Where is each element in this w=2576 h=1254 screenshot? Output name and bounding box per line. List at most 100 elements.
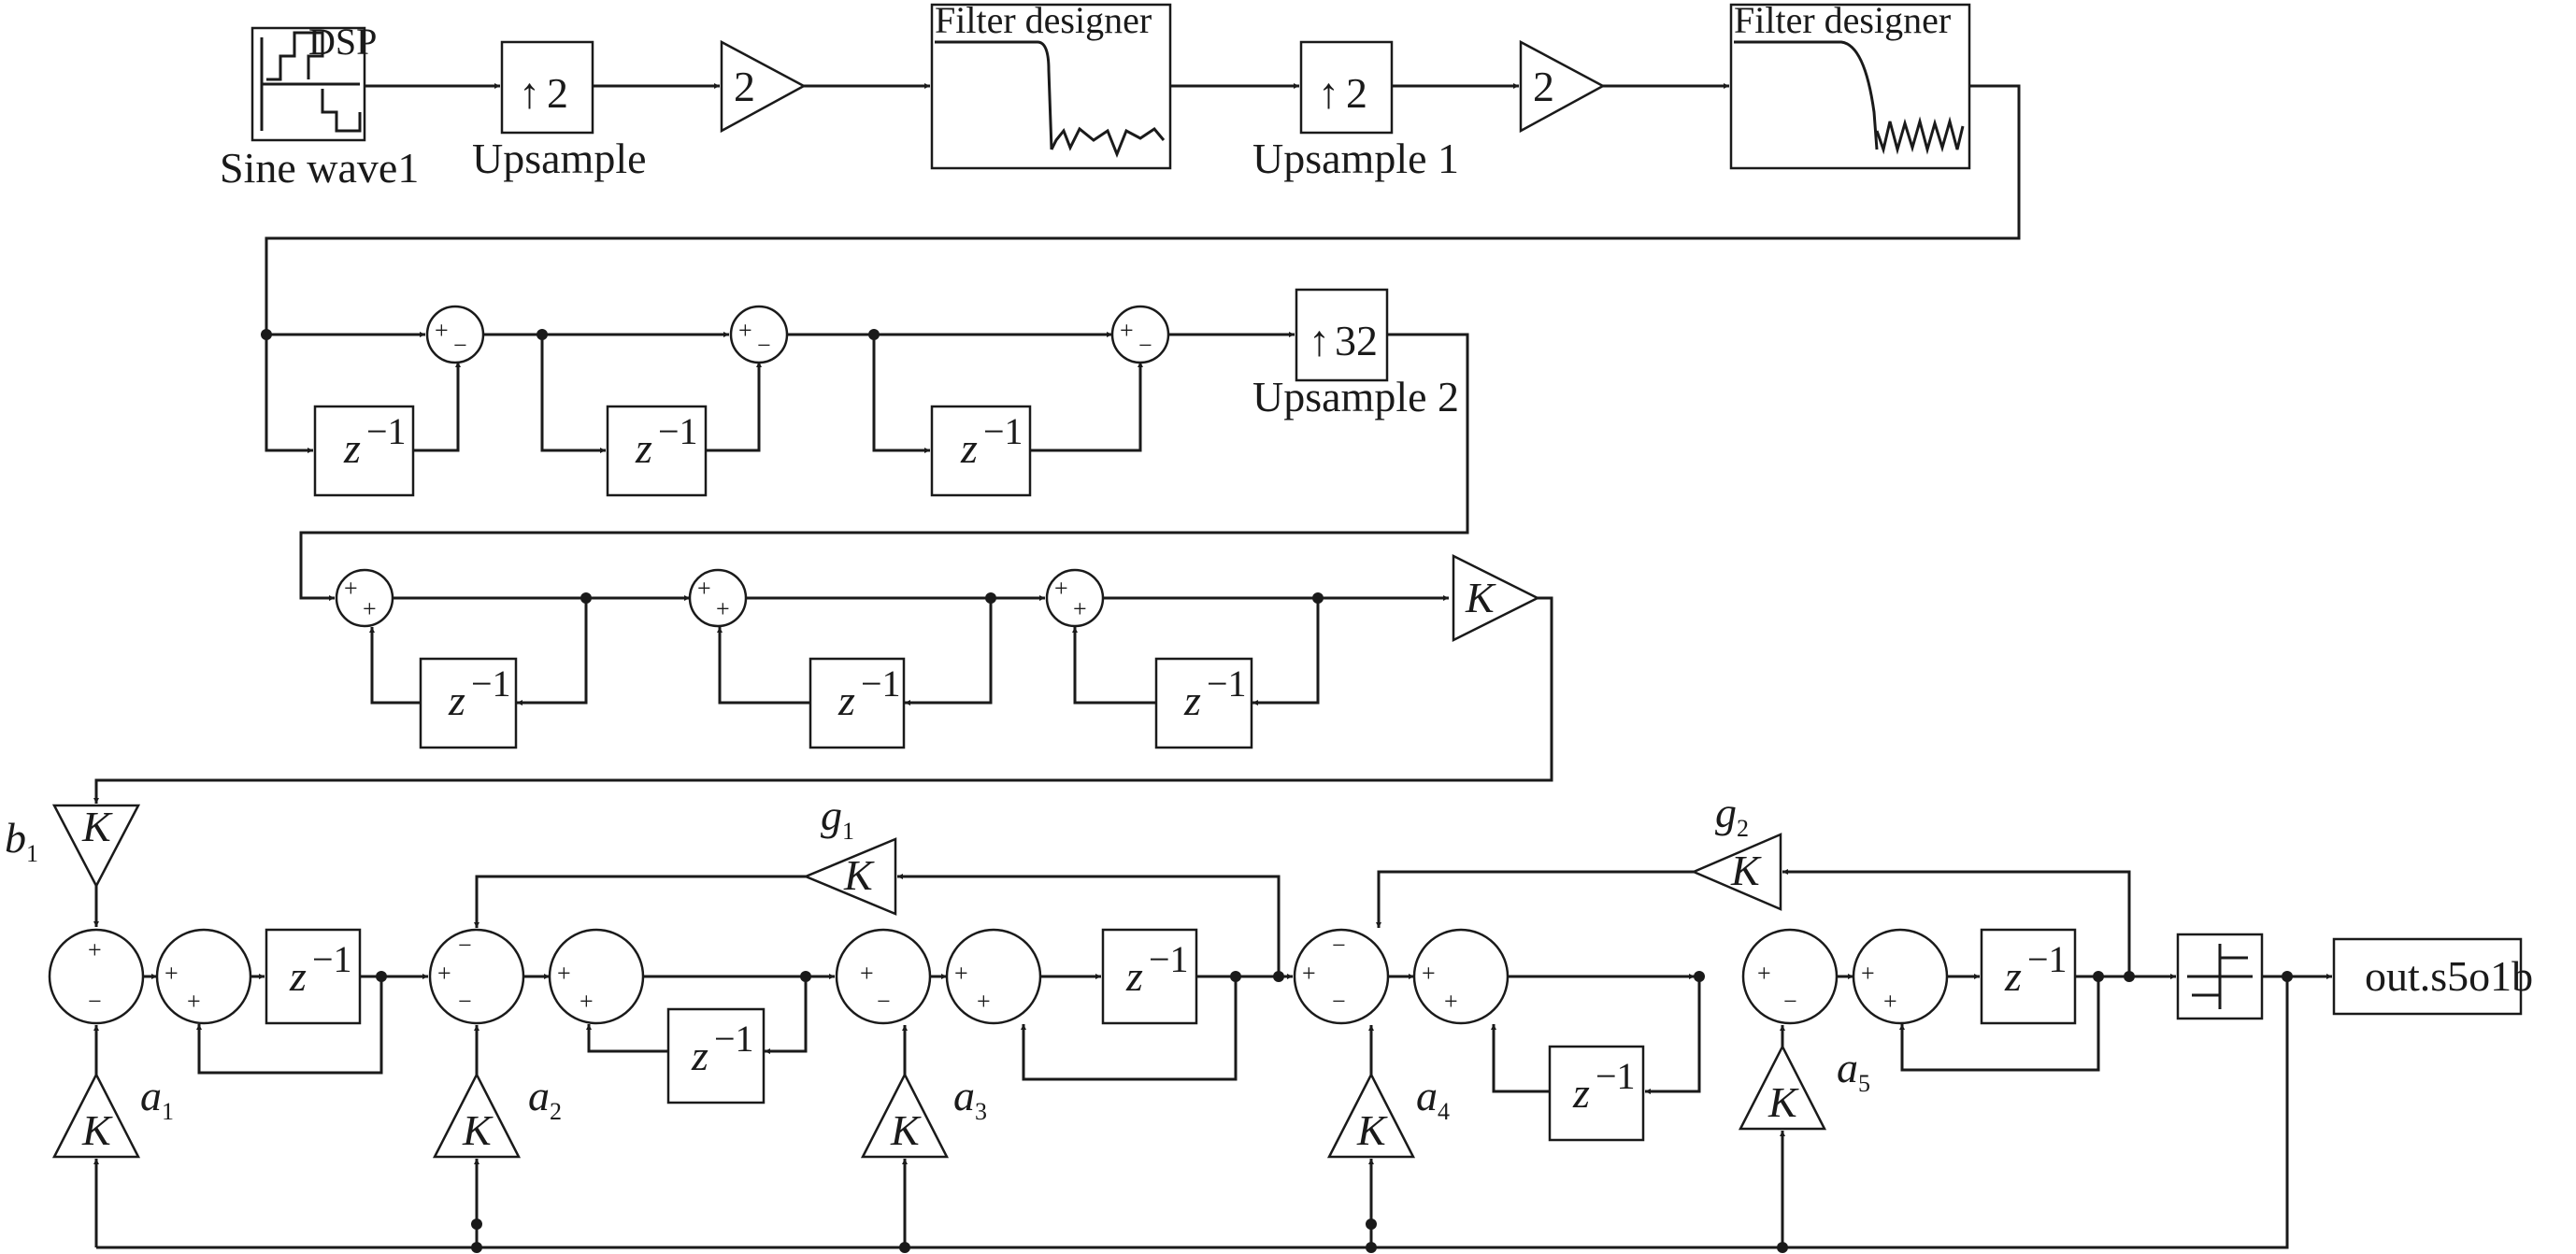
delay-block[interactable]: z −1 bbox=[1154, 657, 1253, 749]
svg-text:K: K bbox=[1767, 1078, 1799, 1126]
coeff-a2-label: a2 bbox=[528, 1072, 562, 1125]
coeff-b1-label: b1 bbox=[5, 814, 38, 867]
sum-block[interactable]: + + bbox=[335, 568, 394, 628]
svg-text:K: K bbox=[843, 851, 875, 899]
sine-wave-source[interactable]: DSP bbox=[250, 21, 377, 142]
svg-text:+: + bbox=[363, 595, 377, 622]
gain-block-2b[interactable]: 2 bbox=[1519, 39, 1606, 134]
filter-designer-2-title: Filter designer bbox=[1734, 0, 1951, 41]
delay-z: z bbox=[343, 424, 361, 472]
gain-b1-block[interactable]: K bbox=[51, 803, 141, 889]
sum-block[interactable]: + + bbox=[1852, 928, 1949, 1025]
delay-block[interactable]: z −1 bbox=[419, 657, 518, 749]
sum-block[interactable]: + + bbox=[548, 928, 645, 1025]
filter-designer-1-title: Filter designer bbox=[935, 0, 1152, 41]
upsample-factor: 2 bbox=[547, 69, 568, 117]
gain-a2-block[interactable]: K bbox=[432, 1072, 522, 1159]
delay-block[interactable]: z −1 bbox=[809, 657, 906, 749]
svg-text:+: + bbox=[1302, 960, 1316, 987]
svg-text:−: − bbox=[1783, 988, 1797, 1015]
svg-text:−: − bbox=[1332, 932, 1346, 959]
branch-dot bbox=[471, 1242, 482, 1253]
svg-text:−: − bbox=[458, 932, 472, 959]
svg-text:+: + bbox=[557, 960, 571, 987]
delay-block[interactable]: z −1 bbox=[265, 928, 362, 1025]
svg-text:−: − bbox=[453, 332, 467, 359]
delay-block[interactable]: z −1 bbox=[666, 1007, 766, 1104]
upsample-1-block[interactable]: ↑ 2 bbox=[1299, 40, 1394, 135]
svg-text:+: + bbox=[187, 988, 201, 1015]
upsample-block[interactable]: ↑ 2 bbox=[500, 40, 594, 135]
svg-text:−: − bbox=[458, 988, 472, 1015]
sum-block[interactable]: + + bbox=[945, 928, 1042, 1025]
delay-block[interactable]: z −1 bbox=[930, 405, 1032, 497]
sum-block[interactable]: − + − bbox=[1293, 928, 1390, 1025]
svg-text:+: + bbox=[435, 317, 449, 344]
gain-k-block[interactable]: K bbox=[1452, 553, 1540, 643]
coeff-a4-label: a4 bbox=[1416, 1072, 1450, 1125]
sum-block[interactable]: + + bbox=[1045, 568, 1105, 628]
svg-text:+: + bbox=[716, 595, 730, 622]
delay-block[interactable]: z −1 bbox=[313, 405, 415, 497]
delay-block[interactable]: z −1 bbox=[606, 405, 708, 497]
delay-exp: −1 bbox=[861, 663, 901, 705]
dsp-icon-text: DSP bbox=[308, 21, 377, 63]
gain-a4-block[interactable]: K bbox=[1326, 1072, 1416, 1159]
delay-exp: −1 bbox=[312, 938, 352, 980]
sum-block[interactable]: + − bbox=[48, 928, 145, 1025]
svg-text:−: − bbox=[1138, 332, 1152, 359]
svg-text:+: + bbox=[1883, 988, 1897, 1015]
delay-z: z bbox=[1572, 1069, 1590, 1117]
gain-a3-block[interactable]: K bbox=[860, 1072, 950, 1159]
upsample-1-arrow-icon: ↑ bbox=[1318, 69, 1339, 117]
output-block[interactable]: out.s5o1b bbox=[2332, 937, 2533, 1016]
sum-block[interactable]: + − bbox=[835, 928, 932, 1025]
coeff-a5-label: a5 bbox=[1837, 1044, 1870, 1097]
gain-a1-block[interactable]: K bbox=[51, 1072, 141, 1159]
delay-z: z bbox=[289, 952, 307, 1000]
branch-dot bbox=[899, 1242, 910, 1253]
delay-block[interactable]: z −1 bbox=[1101, 928, 1198, 1025]
svg-text:−: − bbox=[757, 332, 771, 359]
delay-z: z bbox=[960, 424, 978, 472]
sum-block[interactable]: − + − bbox=[428, 928, 525, 1025]
svg-text:K: K bbox=[1730, 847, 1762, 894]
sum-block[interactable]: + − bbox=[425, 305, 485, 364]
svg-text:−: − bbox=[877, 988, 891, 1015]
gain-a5-block[interactable]: K bbox=[1738, 1044, 1827, 1131]
sum-block[interactable]: + − bbox=[1741, 928, 1839, 1025]
svg-text:+: + bbox=[580, 988, 594, 1015]
svg-text:+: + bbox=[1757, 960, 1771, 987]
delay-z: z bbox=[448, 677, 465, 724]
coeff-g2-label: g2 bbox=[1715, 789, 1749, 842]
sum-block[interactable]: + − bbox=[729, 305, 789, 364]
sum-block[interactable]: + + bbox=[688, 568, 748, 628]
sum-block[interactable]: + + bbox=[155, 928, 252, 1025]
svg-text:+: + bbox=[954, 960, 968, 987]
svg-text:K: K bbox=[890, 1106, 922, 1154]
svg-text:K: K bbox=[462, 1106, 494, 1154]
delay-exp: −1 bbox=[1596, 1055, 1636, 1097]
filter-designer-2[interactable]: Filter designer bbox=[1729, 0, 1971, 170]
sine-wave-label: Sine wave1 bbox=[220, 144, 419, 192]
delay-z: z bbox=[1183, 677, 1201, 724]
svg-text:+: + bbox=[1120, 317, 1134, 344]
delay-exp: −1 bbox=[983, 410, 1023, 452]
upsample-2-block[interactable]: ↑ 32 bbox=[1295, 288, 1389, 382]
gain-block-2a[interactable]: 2 bbox=[720, 39, 807, 134]
delay-block[interactable]: z −1 bbox=[1548, 1045, 1645, 1142]
delay-exp: −1 bbox=[714, 1018, 754, 1060]
gain-g1-block[interactable]: K bbox=[802, 837, 897, 916]
svg-text:+: + bbox=[697, 575, 711, 602]
delay-block[interactable]: z −1 bbox=[1980, 928, 2077, 1025]
gain-g2-block[interactable]: K bbox=[1690, 833, 1782, 911]
svg-text:−: − bbox=[88, 988, 102, 1015]
svg-text:+: + bbox=[88, 936, 102, 963]
quantizer-block[interactable] bbox=[2176, 933, 2264, 1020]
sum-block[interactable]: + − bbox=[1110, 305, 1170, 364]
sum-block[interactable]: + + bbox=[1412, 928, 1510, 1025]
delay-z: z bbox=[691, 1032, 708, 1079]
delay-z: z bbox=[1125, 952, 1143, 1000]
filter-designer-1[interactable]: Filter designer bbox=[930, 0, 1172, 170]
